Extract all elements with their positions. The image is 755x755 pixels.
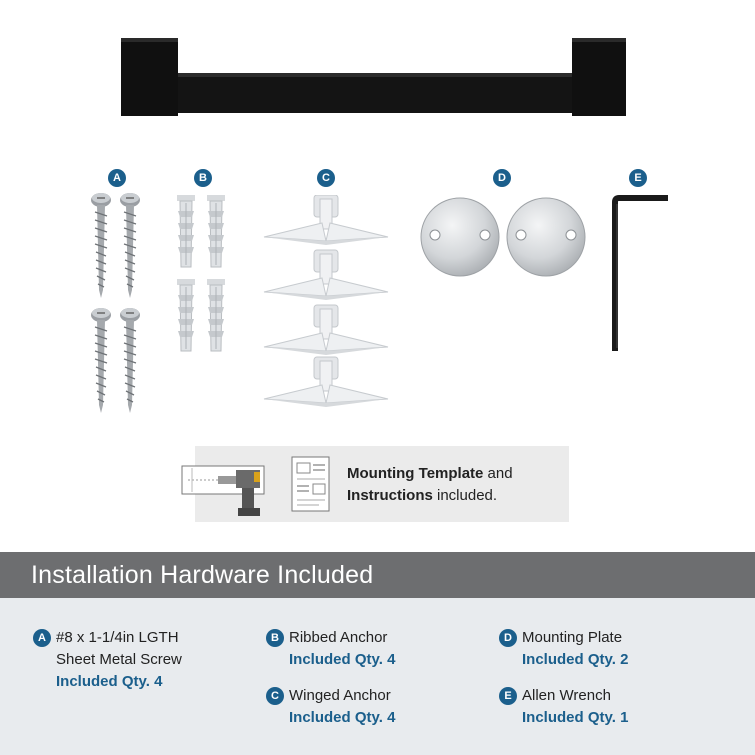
part-badge-e: E	[629, 169, 647, 187]
legend-badge-b: B	[266, 629, 284, 647]
hardware-legend: A #8 x 1-1/4in LGTH Sheet Metal Screw In…	[0, 598, 755, 755]
ribbed-anchors-image	[176, 195, 226, 352]
template-callout: Mounting Template and Instructions inclu…	[181, 446, 569, 522]
legend-badge-c: C	[266, 687, 284, 705]
legend-badge-a: A	[33, 629, 51, 647]
legend-item-e: E Allen Wrench Included Qty. 1	[499, 685, 629, 729]
legend-item-b: B Ribbed Anchor Included Qty. 4	[266, 627, 396, 671]
legend-c-qty: Included Qty. 4	[289, 709, 396, 726]
template-text-2: included.	[432, 487, 498, 504]
legend-e-qty: Included Qty. 1	[522, 709, 629, 726]
template-text-1: and	[483, 465, 513, 482]
drill-template-icon	[181, 465, 265, 516]
hardware-banner: Installation Hardware Included	[0, 552, 755, 598]
legend-e-line1: Allen Wrench	[522, 687, 611, 704]
legend-a-line2: Sheet Metal Screw	[56, 651, 182, 668]
legend-b-qty: Included Qty. 4	[289, 651, 396, 668]
allen-wrench-image	[612, 195, 668, 351]
legend-badge-e: E	[499, 687, 517, 705]
banner-title: Installation Hardware Included	[31, 561, 374, 589]
legend-c-line1: Winged Anchor	[289, 687, 391, 704]
part-badge-c: C	[317, 169, 335, 187]
legend-b-line1: Ribbed Anchor	[289, 629, 388, 646]
winged-anchors-image	[263, 195, 389, 408]
template-bold-2: Instructions	[347, 487, 433, 504]
part-badge-a: A	[108, 169, 126, 187]
legend-a-line1: #8 x 1-1/4in LGTH	[56, 629, 179, 646]
legend-badge-d: D	[499, 629, 517, 647]
legend-d-line1: Mounting Plate	[522, 629, 623, 646]
towel-bar-image	[121, 38, 626, 116]
part-badge-b: B	[194, 169, 212, 187]
template-bold-1: Mounting Template	[347, 465, 484, 482]
template-text: Mounting Template and Instructions inclu…	[347, 463, 513, 507]
screws-image	[90, 192, 141, 414]
legend-item-d: D Mounting Plate Included Qty. 2	[499, 627, 629, 671]
legend-d-qty: Included Qty. 2	[522, 651, 629, 668]
legend-item-c: C Winged Anchor Included Qty. 4	[266, 685, 396, 729]
mounting-plates-image	[420, 197, 586, 277]
instructions-document-icon	[291, 456, 330, 512]
part-badge-d: D	[493, 169, 511, 187]
legend-a-qty: Included Qty. 4	[56, 673, 163, 690]
legend-item-a: A #8 x 1-1/4in LGTH Sheet Metal Screw In…	[33, 627, 182, 693]
